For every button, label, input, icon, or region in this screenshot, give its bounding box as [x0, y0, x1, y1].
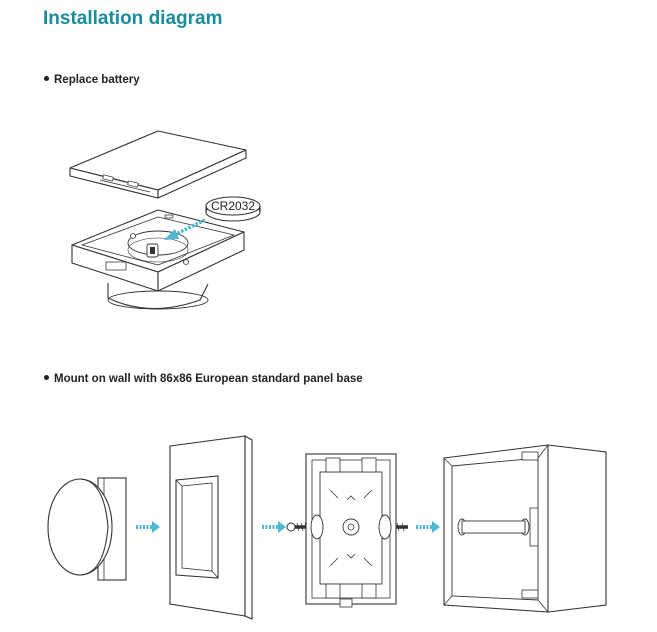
page-title: Installation diagram — [43, 8, 223, 29]
dimmer-knob — [47, 477, 127, 581]
coin-battery — [205, 196, 261, 222]
wall-box — [443, 444, 607, 613]
battery-figure — [69, 130, 261, 310]
battery-label: CR2032 — [211, 199, 255, 213]
step-arrow-icon — [262, 521, 286, 533]
bullet-icon — [44, 375, 49, 381]
section-replace-battery: Replace battery — [44, 74, 140, 86]
cover-plate — [69, 130, 247, 199]
section-mount-on-wall: Mount on wall with 86x86 European standa… — [44, 373, 363, 385]
step-arrow-icon — [136, 521, 160, 533]
section-label: Replace battery — [54, 74, 140, 86]
bullet-icon — [44, 76, 49, 82]
back-plate — [305, 453, 397, 608]
step-arrow-icon — [416, 521, 440, 533]
base-unit — [71, 209, 245, 310]
insert-arrow-icon — [164, 218, 206, 240]
frame-plate — [169, 435, 253, 620]
section-label: Mount on wall with 86x86 European standa… — [54, 373, 363, 385]
